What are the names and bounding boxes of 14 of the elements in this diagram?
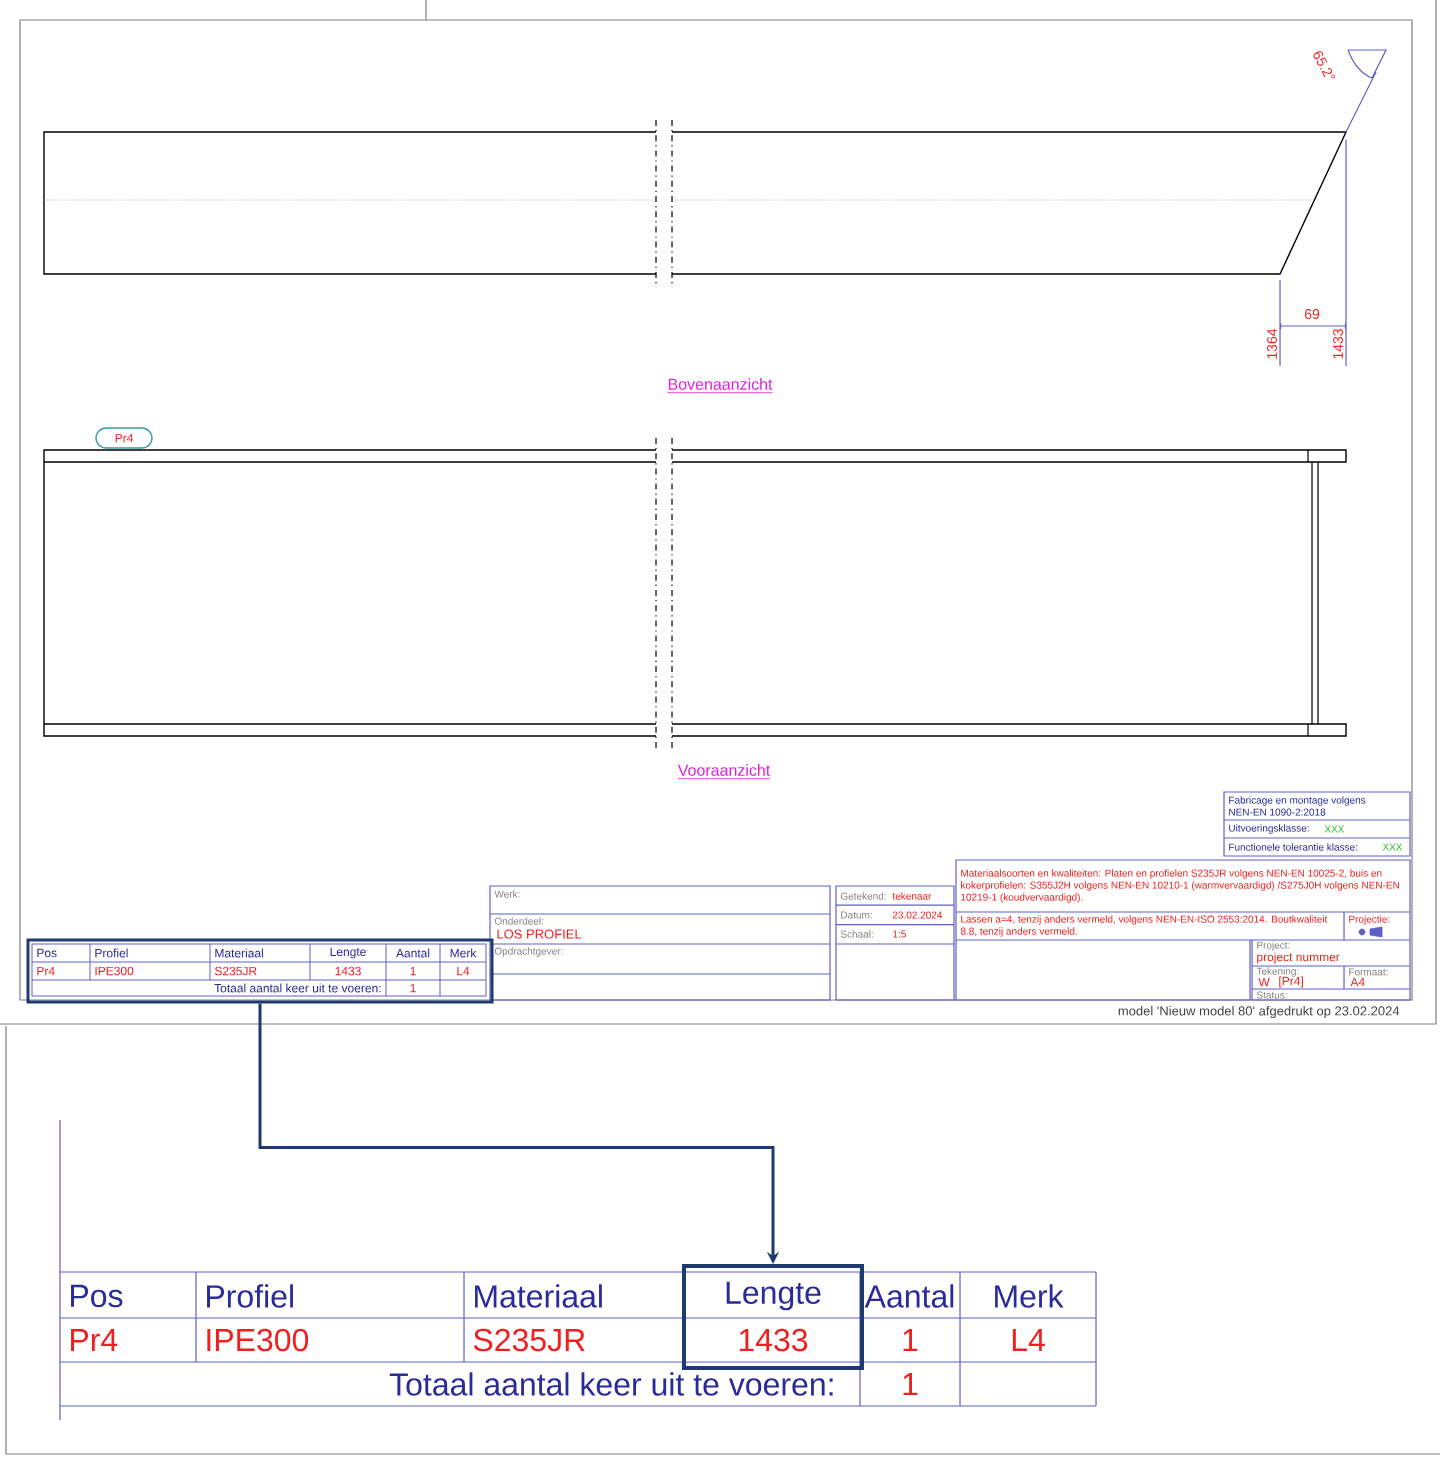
column-heading: Pos: [71, 1284, 123, 1308]
view-title: Bovenaanzicht: [667, 378, 773, 394]
table-value: L4: [1012, 1329, 1045, 1351]
column-heading: Lengte: [726, 1281, 821, 1311]
table-value: 1433: [739, 1328, 808, 1352]
table-value: IPE300: [207, 1328, 309, 1352]
table-value: Pr4: [71, 1329, 118, 1351]
table-value: 1: [903, 1329, 918, 1351]
column-heading: Merk: [995, 1284, 1064, 1308]
table-value: 1: [903, 1373, 918, 1395]
column-heading: Materiaal: [475, 1284, 602, 1308]
view-title: Vooraanzicht: [677, 764, 771, 780]
column-heading: Profiel: [207, 1284, 293, 1308]
table-value: S235JR: [473, 1328, 585, 1352]
